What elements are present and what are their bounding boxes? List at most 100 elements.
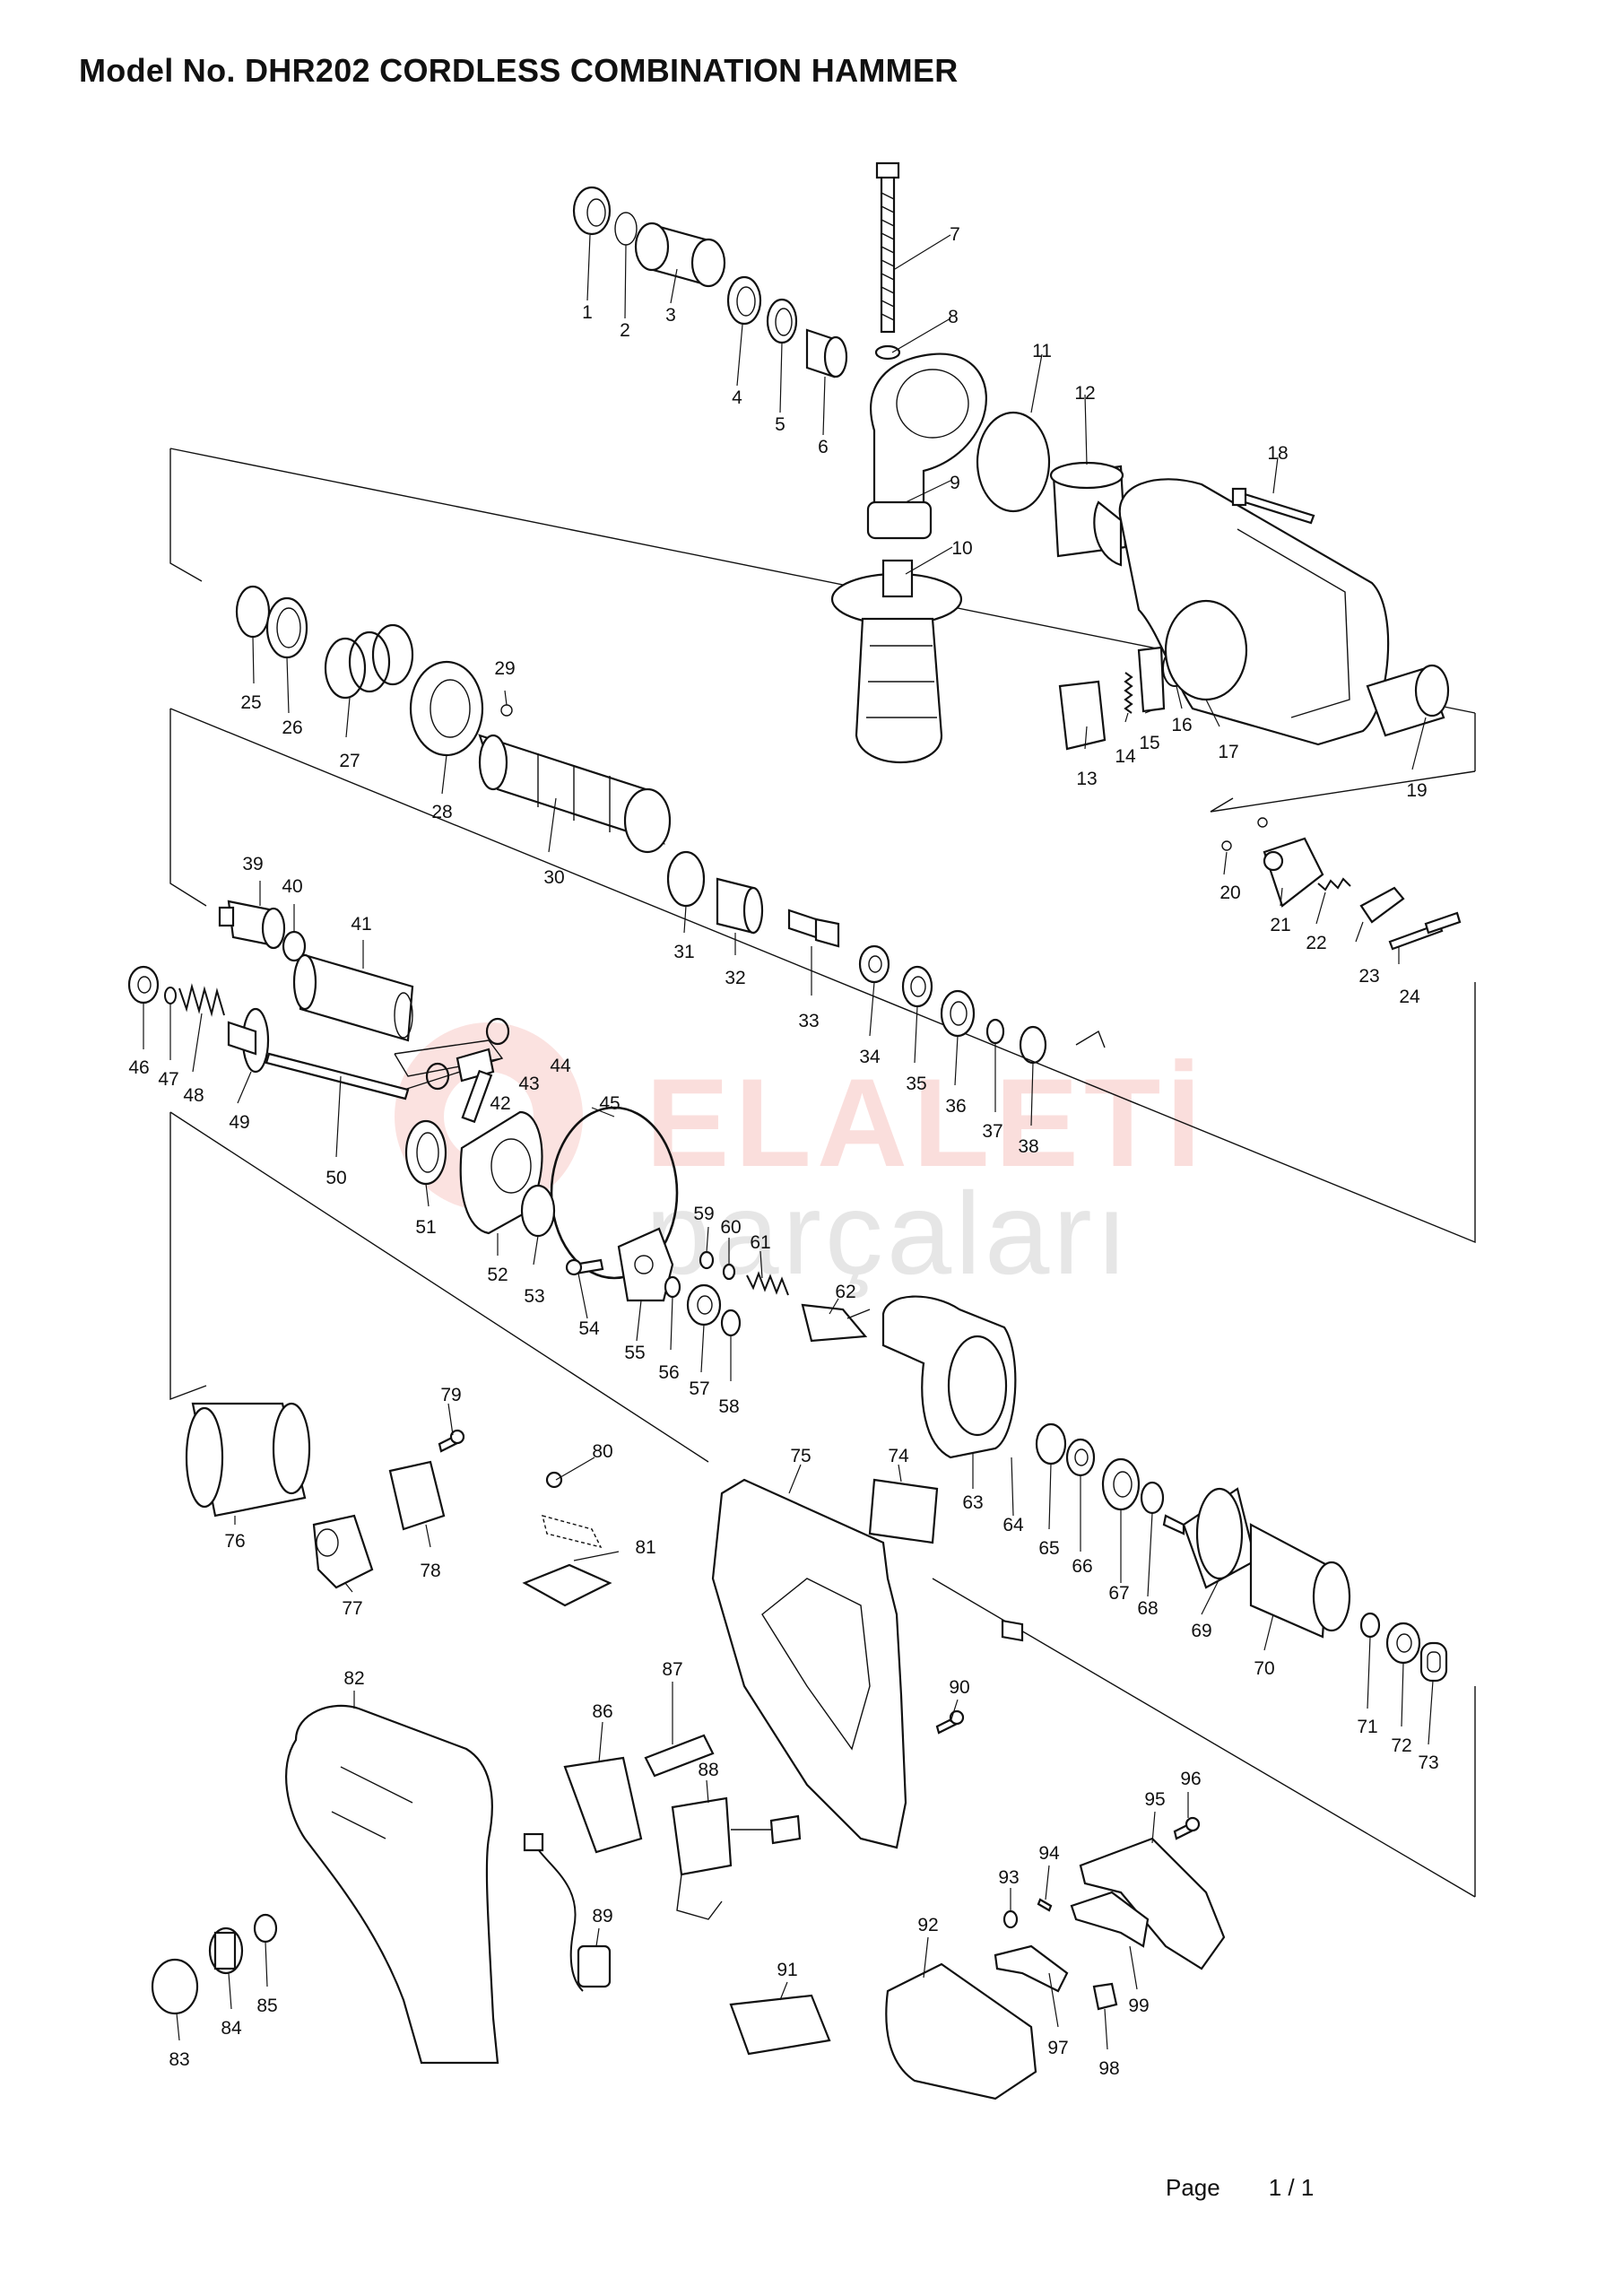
part-36-drawing [940, 989, 976, 1038]
part-61-drawing [746, 1271, 789, 1296]
part-65-drawing [1035, 1422, 1067, 1465]
part-label-99: 99 [1128, 1996, 1149, 2016]
part-label-21: 21 [1270, 915, 1290, 935]
part-31-drawing [666, 850, 706, 908]
part-label-55: 55 [624, 1343, 645, 1363]
part-68-drawing [1140, 1481, 1165, 1515]
part-71-drawing [1359, 1612, 1381, 1639]
part-79-drawing [438, 1429, 465, 1453]
part-26-drawing [265, 596, 308, 659]
part-label-14: 14 [1115, 746, 1136, 767]
part-81-drawing [522, 1515, 612, 1607]
part-label-61: 61 [750, 1232, 770, 1253]
part-label-75: 75 [790, 1446, 811, 1466]
part-label-62: 62 [835, 1282, 855, 1302]
part-label-59: 59 [693, 1204, 714, 1224]
part-label-48: 48 [183, 1085, 204, 1106]
part-49-drawing [227, 1007, 270, 1074]
part-86-drawing [563, 1756, 643, 1854]
part-29-drawing [500, 704, 513, 717]
part-label-2: 2 [620, 320, 630, 341]
part-25-drawing [235, 585, 271, 639]
part-33-drawing [787, 909, 840, 948]
part-label-4: 4 [732, 387, 742, 408]
part-label-12: 12 [1074, 383, 1095, 404]
part-label-94: 94 [1038, 1843, 1060, 1864]
part-47-drawing [164, 987, 177, 1004]
part-88-drawing [671, 1796, 802, 1920]
part-label-36: 36 [945, 1096, 966, 1117]
part-label-35: 35 [906, 1074, 926, 1094]
part-28-drawing [409, 660, 484, 757]
part-35-drawing [901, 965, 933, 1008]
part-label-53: 53 [524, 1286, 544, 1307]
part-41-drawing [292, 953, 414, 1042]
part-83-drawing [151, 1958, 199, 2015]
part-56-drawing [664, 1275, 681, 1299]
part-label-41: 41 [351, 914, 371, 935]
part-57-drawing [686, 1283, 722, 1326]
part-label-29: 29 [494, 658, 515, 679]
part-46-drawing [127, 965, 160, 1004]
part-label-16: 16 [1171, 715, 1192, 735]
part-3-drawing [634, 222, 726, 288]
part-10-drawing [830, 559, 963, 764]
part-20-drawing [1221, 817, 1268, 851]
part-93-drawing [1002, 1909, 1019, 1929]
part-22-drawing [1317, 877, 1351, 891]
part-label-15: 15 [1139, 733, 1159, 753]
part-label-82: 82 [343, 1668, 364, 1689]
part-37-drawing [985, 1018, 1005, 1045]
part-label-69: 69 [1191, 1621, 1211, 1641]
part-label-17: 17 [1218, 742, 1238, 762]
part-label-50: 50 [325, 1168, 346, 1188]
part-69-drawing [1182, 1487, 1257, 1589]
part-84-drawing [208, 1926, 244, 1975]
part-label-43: 43 [518, 1074, 539, 1094]
part-label-78: 78 [420, 1561, 440, 1581]
part-51-drawing [404, 1119, 447, 1186]
part-27-drawing [324, 623, 414, 700]
part-74-drawing [868, 1478, 939, 1544]
part-label-64: 64 [1002, 1515, 1024, 1535]
part-77-drawing [312, 1514, 374, 1589]
part-label-22: 22 [1306, 933, 1326, 953]
part-98-drawing [1092, 1982, 1118, 2011]
part-label-63: 63 [962, 1492, 983, 1513]
part-label-32: 32 [725, 968, 745, 988]
part-label-91: 91 [777, 1960, 797, 1980]
part-label-71: 71 [1357, 1717, 1377, 1737]
part-label-96: 96 [1180, 1769, 1201, 1789]
part-label-89: 89 [592, 1906, 612, 1926]
part-label-23: 23 [1358, 966, 1379, 987]
part-label-56: 56 [658, 1362, 679, 1383]
part-label-74: 74 [888, 1446, 909, 1466]
part-90-drawing [935, 1709, 965, 1735]
part-66-drawing [1065, 1438, 1096, 1477]
part-label-93: 93 [998, 1867, 1019, 1888]
part-7-drawing [875, 161, 900, 334]
part-label-7: 7 [950, 224, 960, 245]
assembly-frame-lines [169, 448, 1476, 1898]
part-label-37: 37 [982, 1121, 1002, 1142]
part-59-drawing [699, 1250, 715, 1270]
part-75-drawing [711, 1478, 907, 1849]
part-72-drawing [1385, 1622, 1421, 1665]
part-label-58: 58 [718, 1396, 739, 1417]
part-11-drawing [976, 411, 1051, 513]
part-19-drawing [1366, 664, 1450, 737]
part-5-drawing [766, 298, 798, 344]
part-92-drawing [885, 1962, 1037, 2100]
part-label-38: 38 [1018, 1136, 1038, 1157]
part-label-54: 54 [578, 1318, 600, 1339]
leader-lines [143, 234, 1434, 2050]
part-label-88: 88 [698, 1760, 718, 1780]
part-42-drawing [425, 1062, 450, 1091]
part-64-drawing [1001, 1619, 1024, 1642]
part-53-drawing [520, 1184, 556, 1238]
part-label-95: 95 [1144, 1789, 1165, 1810]
part-label-86: 86 [592, 1701, 612, 1722]
part-label-33: 33 [798, 1011, 819, 1031]
part-39-drawing [218, 900, 286, 950]
part-label-25: 25 [240, 692, 261, 713]
